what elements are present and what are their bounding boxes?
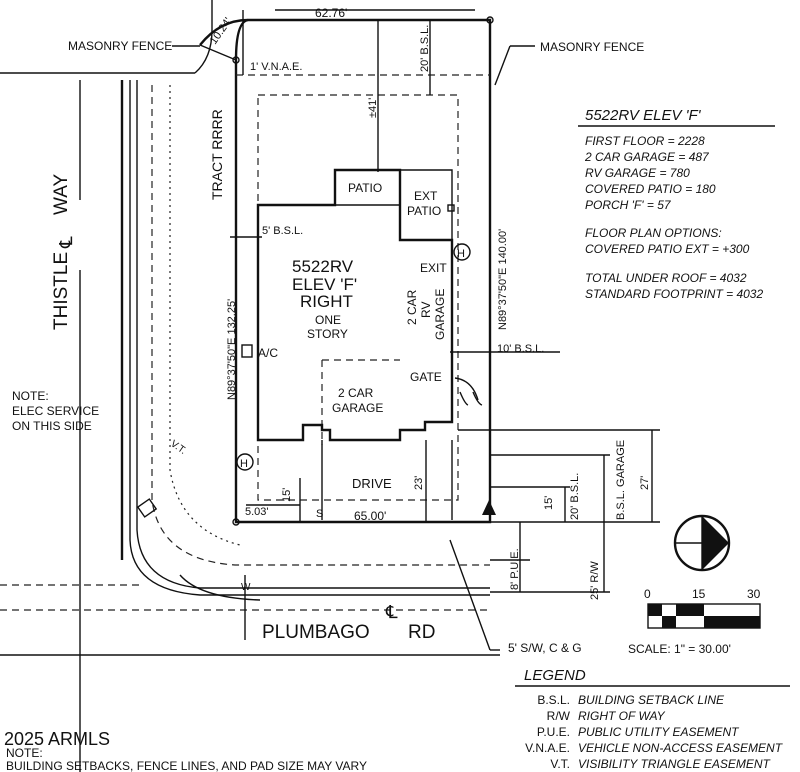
info-block: 5522RV ELEV 'F' FIRST FLOOR = 2228 2 CAR…	[578, 107, 775, 301]
info-title: 5522RV ELEV 'F'	[585, 107, 702, 124]
rd-label: RD	[408, 622, 435, 643]
w-mark: W	[241, 582, 251, 593]
house-line1: 5522RV	[292, 257, 354, 276]
legend-abbr-3: P.U.E.	[537, 725, 570, 739]
scale-tick-15: 15	[692, 587, 706, 601]
h-mark-top: H	[457, 248, 465, 260]
masonry-fence-left: MASONRY FENCE	[68, 39, 172, 53]
info-line-6: FLOOR PLAN OPTIONS:	[585, 226, 722, 240]
ten-bsl: 10' B.S.L.	[497, 343, 544, 355]
side-bsl: 5' B.S.L.	[262, 225, 303, 237]
dim-27: 27'	[639, 476, 651, 490]
info-line-8: TOTAL UNDER ROOF = 4032	[585, 271, 747, 285]
legend-abbr-4: V.N.A.E.	[525, 741, 570, 755]
house-line4: ONE	[315, 313, 341, 327]
top-dimension: 62.76'	[315, 6, 347, 20]
north-arrow-icon	[673, 514, 731, 572]
house-footprint	[241, 168, 483, 442]
right-bearing: N89°37'50"E 140.00'	[497, 229, 509, 330]
rear-bsl: 20' B.S.L.	[419, 25, 431, 72]
dim-15-right: 15'	[543, 496, 555, 510]
dim-20-bsl: 20' B.S.L.	[569, 473, 581, 520]
plumbago-centerline: ℄	[385, 602, 398, 622]
centerline-symbol: ℄	[56, 236, 76, 249]
vnae-label: 1' V.N.A.E.	[250, 61, 302, 73]
ext-patio-line2: PATIO	[407, 204, 441, 218]
legend-text-5: VISIBILITY TRIANGLE EASEMENT	[578, 757, 772, 771]
legend-abbr-1: B.S.L.	[537, 693, 570, 707]
house-line2: ELEV 'F'	[292, 275, 357, 294]
scale-bar: 0 15 30 SCALE: 1" = 30.00'	[628, 587, 761, 656]
thistle-way-street-lines	[0, 0, 500, 772]
house-line5: STORY	[307, 327, 348, 341]
vt-label: V.T.	[168, 438, 188, 456]
dim-s: S	[316, 508, 323, 520]
legend-title: LEGEND	[524, 667, 586, 684]
legend-text-3: PUBLIC UTILITY EASEMENT	[578, 725, 740, 739]
exit-label: EXIT	[420, 261, 447, 275]
footer-note-label: NOTE:	[6, 746, 43, 760]
garage-line1: 2 CAR	[338, 386, 374, 400]
ac-label: A/C	[258, 346, 278, 360]
plumbago-label: PLUMBAGO	[262, 622, 370, 643]
dim-65: 65.00'	[354, 509, 386, 523]
legend-abbr-2: R/W	[547, 709, 571, 723]
legend: LEGEND B.S.L. BUILDING SETBACK LINE R/W …	[515, 667, 790, 771]
sidewalk-label: 5' S/W, C & G	[508, 641, 582, 655]
info-line-5: PORCH 'F' = 57	[585, 198, 672, 212]
info-line-7: COVERED PATIO EXT = +300	[585, 242, 750, 256]
rv-garage-line3: GARAGE	[433, 289, 447, 340]
note-left-line3: ON THIS SIDE	[12, 419, 92, 433]
info-line-4: COVERED PATIO = 180	[585, 182, 716, 196]
pue-label: 8' P.U.E.	[509, 548, 521, 590]
note-left-line2: ELEC SERVICE	[12, 404, 99, 418]
scale-tick-0: 0	[644, 587, 651, 601]
house-line3: RIGHT	[300, 292, 353, 311]
patio-label: PATIO	[348, 181, 382, 195]
way-label: WAY	[51, 174, 72, 215]
left-bearing: N89°37'50"E 132.25'	[226, 299, 238, 400]
garage-line2: GARAGE	[332, 401, 383, 415]
drive-label: DRIVE	[352, 476, 392, 491]
rv-garage-line2: RV	[419, 302, 433, 318]
copyright: 2025 ARMLS	[4, 729, 110, 749]
masonry-fence-right: MASONRY FENCE	[540, 40, 644, 54]
depth-dimension: ±41'	[367, 98, 379, 118]
h-mark-bottom: H	[240, 458, 248, 470]
dim-503: 5.03'	[245, 506, 269, 518]
legend-abbr-5: V.T.	[550, 757, 570, 771]
dimension-lines	[136, 9, 660, 651]
info-line-2: 2 CAR GARAGE = 487	[584, 150, 710, 164]
gate-label: GATE	[410, 370, 442, 384]
dim-15-left: 15'	[281, 488, 293, 502]
thistle-label: THISTLE	[51, 252, 72, 330]
scale-label: SCALE: 1" = 30.00'	[628, 642, 731, 656]
tract-label: TRACT RRRR	[209, 109, 225, 200]
legend-text-4: VEHICLE NON-ACCESS EASEMENT	[578, 741, 784, 755]
legend-text-2: RIGHT OF WAY	[578, 709, 666, 723]
footer-note-text: BUILDING SETBACKS, FENCE LINES, AND PAD …	[6, 759, 367, 772]
footer: 2025 ARMLS NOTE: BUILDING SETBACKS, FENC…	[4, 729, 367, 772]
note-left-line1: NOTE:	[12, 389, 49, 403]
legend-text-1: BUILDING SETBACK LINE	[578, 693, 725, 707]
info-line-9: STANDARD FOOTPRINT = 4032	[585, 287, 763, 301]
ext-patio-line1: EXT	[414, 189, 438, 203]
site-annotations: MASONRY FENCE MASONRY FENCE 1' V.N.A.E. …	[12, 6, 651, 655]
bsl-garage: B.S.L. GARAGE	[615, 440, 627, 520]
scale-tick-30: 30	[747, 587, 761, 601]
dim-23: 23'	[413, 476, 425, 490]
rv-garage-line1: 2 CAR	[405, 289, 419, 325]
info-line-3: RV GARAGE = 780	[585, 166, 690, 180]
rw-label: 25' R/W	[589, 561, 601, 600]
info-line-1: FIRST FLOOR = 2228	[585, 134, 705, 148]
